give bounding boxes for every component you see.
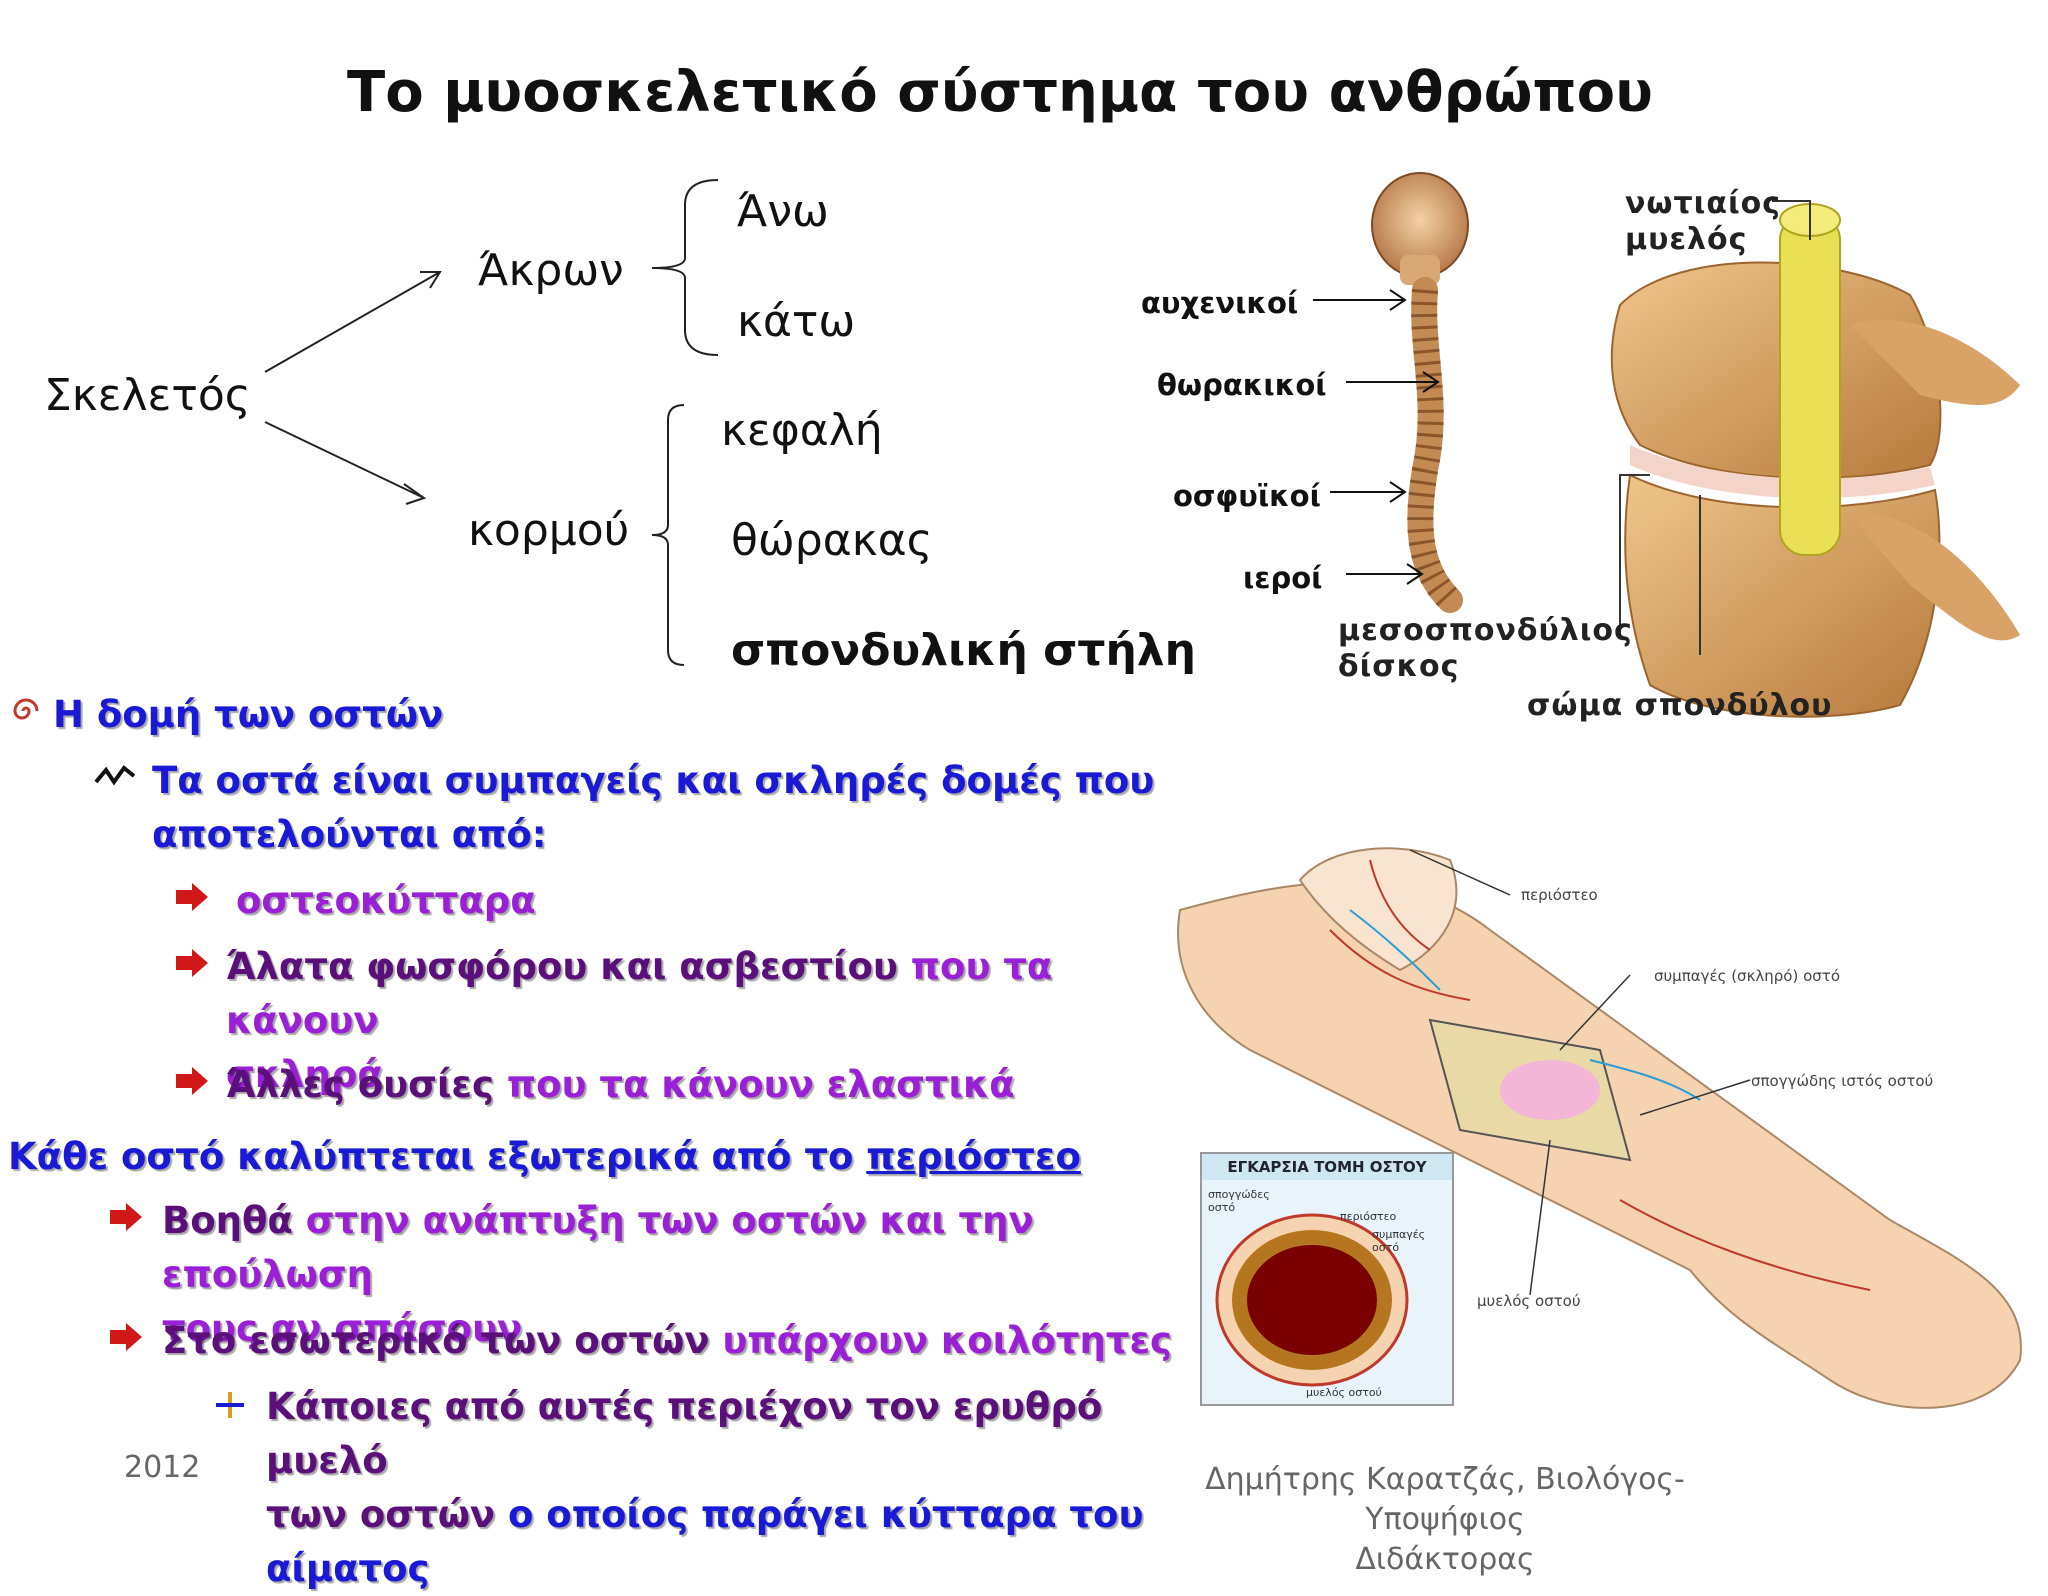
- tree-item-spine: σπονδυλική στήλη: [731, 625, 1196, 676]
- red-arrow-icon: [176, 883, 208, 911]
- bullet-salts: Άλατα φωσφόρου και ασβεστίου που τα κάνο…: [226, 940, 1176, 1102]
- heading-bone-structure: Η δομή των οστών: [53, 693, 444, 736]
- cross-label-marrow: μυελός οστού: [1306, 1386, 1382, 1399]
- spine-skeleton-illustration: [1371, 172, 1469, 613]
- tree-item-upper: Άνω: [737, 186, 829, 237]
- cross-label-periosteum: περιόστεο: [1340, 1210, 1397, 1223]
- bullet-other-b: που τα κάνουν ελαστικά: [506, 1063, 1015, 1106]
- long-bone-illustration: [1177, 847, 2022, 1409]
- spine-label-arrows: [1313, 289, 1440, 585]
- label-spinal-cord-l2: μυελός: [1625, 222, 1748, 257]
- label-disc-l2: δίσκος: [1338, 649, 1460, 684]
- tree-root: Σκελετός: [44, 370, 251, 421]
- bullet-helps-c: ανάπτυξη των οστών και την επούλωση: [162, 1199, 1034, 1296]
- red-arrow-icon: [176, 1067, 208, 1095]
- footer-author: Δημήτρης Καρατζάς, Βιολόγος-Υποψήφιος Δι…: [1130, 1460, 1760, 1580]
- para-periosteum-link: περιόστεο: [866, 1135, 1081, 1178]
- footer-author-l2: Διδάκτορας: [1355, 1542, 1535, 1577]
- bullet-cavities-b: υπάρχουν κοιλότητες: [722, 1319, 1172, 1362]
- tree-item-thorax: θώρακας: [731, 515, 933, 566]
- label-thoracic: θωρακικοί: [1157, 368, 1327, 402]
- bullet-other-substances: Άλλες ουσίες που τα κάνουν ελαστικά: [226, 1058, 1015, 1112]
- slide-title: Το μυοσκελετικό σύστημα του ανθρώπου: [347, 60, 1653, 125]
- bullet-salts-a: Άλατα φωσφόρου και ασβεστίου: [226, 945, 898, 988]
- bullet-helps-d: τους αν σπάσουν: [162, 1307, 523, 1350]
- label-intervertebral-disc: μεσοσπονδύλιος δίσκος: [1338, 613, 1633, 685]
- bullet-salts-c: σκληρά: [226, 1053, 383, 1096]
- label-spinal-cord-l1: νωτιαίος: [1625, 186, 1782, 221]
- label-disc-l1: μεσοσπονδύλιος: [1338, 613, 1633, 648]
- footer-year: 2012: [124, 1450, 201, 1485]
- red-arrow-icon: [110, 1323, 142, 1351]
- bullet-helps-a: Βοηθά: [162, 1199, 293, 1242]
- bullet-helps-b: στην: [305, 1199, 410, 1242]
- tree-branch-trunk: κορμού: [468, 505, 630, 556]
- footer-author-l1: Δημήτρης Καρατζάς, Βιολόγος-Υποψήφιος: [1205, 1462, 1685, 1537]
- bullet-cavities: Στο εσωτερικό των οστών υπάρχουν κοιλότη…: [162, 1314, 1172, 1368]
- swirl-icon: [13, 698, 39, 720]
- vertebra-illustration: [1610, 200, 2020, 718]
- bullet-marrow-c: ο οποίος παράγει κύτταρα του: [507, 1493, 1144, 1536]
- bullet-marrow-a: Κάποιες από αυτές περιέχον τον ερυθρό μυ…: [266, 1385, 1103, 1482]
- label-periosteum: περιόστεο: [1521, 886, 1598, 904]
- label-spongy-bone: σπογγώδης ιστός οστού: [1751, 1072, 1934, 1090]
- label-cervical: αυχενικοί: [1141, 286, 1299, 320]
- bullet-salts-b: που τα κάνουν: [226, 945, 1053, 1042]
- para-bones-compact: Τα οστά είναι συμπαγείς και σκληρές δομέ…: [152, 754, 1154, 862]
- label-lumbar: οσφυϊκοί: [1173, 479, 1321, 513]
- red-arrow-icon: [110, 1203, 142, 1231]
- bullet-marrow-b: των οστών: [266, 1493, 496, 1536]
- label-compact-bone: συμπαγές (σκληρό) οστό: [1654, 967, 1840, 985]
- cross-label-spongy: σπογγώδες οστό: [1208, 1188, 1270, 1214]
- bullet-helps-growth: Βοηθά στην ανάπτυξη των οστών και την επ…: [162, 1194, 1162, 1356]
- label-bone-marrow: μυελός οστού: [1477, 1292, 1581, 1310]
- cross-label-compact: συμπαγές οστό: [1372, 1228, 1426, 1254]
- cross-section-title: ΕΓΚΑΡΣΙΑ ΤΟΜΗ ΟΣΤΟΥ: [1202, 1154, 1452, 1180]
- tree-lines: [264, 179, 719, 666]
- label-vertebral-body: σώμα σπονδύλου: [1527, 688, 1833, 723]
- tree-item-head: κεφαλή: [721, 405, 883, 456]
- para-periosteum: Κάθε οστό καλύπτεται εξωτερικά από το πε…: [8, 1130, 1081, 1184]
- sub-bullet-icon: [216, 1392, 244, 1418]
- para-bones-line1: Τα οστά είναι συμπαγείς και σκληρές δομέ…: [152, 759, 1155, 802]
- label-spinal-cord: νωτιαίος μυελός: [1625, 186, 1781, 258]
- squiggle-arrow-icon: [94, 765, 136, 786]
- red-arrow-icon: [176, 949, 208, 977]
- cross-section-drawing: [1215, 1213, 1409, 1387]
- bullet-other-a: Άλλες ουσίες: [226, 1063, 494, 1106]
- para-bones-line2: αποτελούνται από:: [152, 813, 547, 856]
- bullet-osteocytes: οστεοκύτταρα: [236, 879, 536, 922]
- cross-section-inset: ΕΓΚΑΡΣΙΑ ΤΟΜΗ ΟΣΤΟΥ σπογγώδες οστό περιό…: [1200, 1152, 1454, 1406]
- bullet-red-marrow: Κάποιες από αυτές περιέχον τον ερυθρό μυ…: [266, 1380, 1186, 1596]
- para-periosteum-a: Κάθε οστό καλύπτεται εξωτερικά από το: [8, 1135, 854, 1178]
- bullet-marrow-d: αίματος: [266, 1547, 430, 1590]
- tree-branch-limbs: Άκρων: [478, 245, 624, 296]
- tree-item-lower: κάτω: [737, 296, 856, 347]
- label-sacral: ιεροί: [1243, 561, 1323, 595]
- bullet-cavities-a: Στο εσωτερικό των οστών: [162, 1319, 710, 1362]
